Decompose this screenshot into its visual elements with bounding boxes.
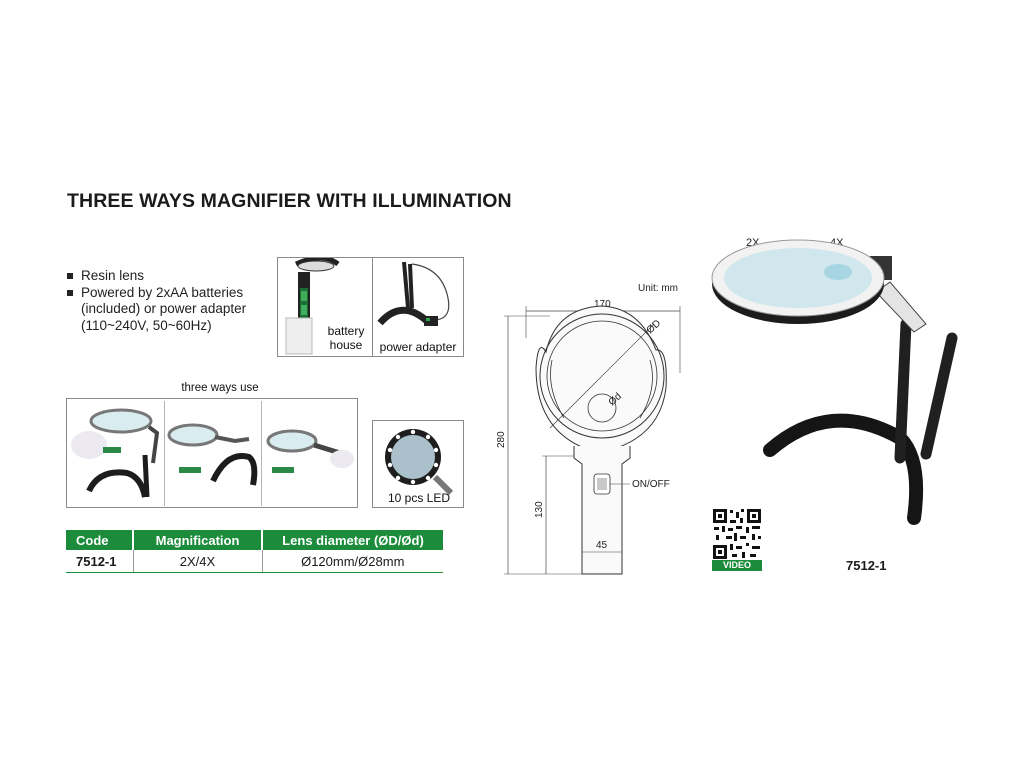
stand-use-photo	[165, 401, 262, 506]
power-adapter-photo: power adapter	[372, 258, 464, 356]
battery-house-photo: battery house	[278, 255, 373, 356]
product-photo: 2X 4X	[711, 237, 958, 525]
width-dimension: 170	[594, 299, 611, 310]
video-qr-code[interactable]: VIDEO	[712, 508, 762, 571]
battery-house-caption: battery house	[327, 324, 365, 352]
feature-item: Resin lens	[66, 268, 246, 285]
handheld-use-photo	[69, 401, 165, 506]
led-caption: 10 pcs LED	[387, 491, 451, 505]
cell-code: 7512-1	[66, 550, 134, 573]
feature-item: Powered by 2xAA batteries (included) or …	[66, 285, 246, 335]
page-title: THREE WAYS MAGNIFIER WITH ILLUMINATION	[67, 190, 512, 212]
spec-table: Code Magnification Lens diameter (ØD/Ød)…	[66, 530, 443, 573]
table-row: 7512-1 2X/4X Ø120mm/Ø28mm	[66, 550, 443, 573]
spec-table-header: Code Magnification Lens diameter (ØD/Ød)	[66, 530, 443, 550]
power-adapter-caption: power adapter	[379, 340, 457, 354]
video-badge: VIDEO	[712, 560, 762, 571]
header-code: Code	[66, 530, 134, 550]
product-code: 7512-1	[846, 558, 887, 573]
height-dimension: 280	[496, 431, 507, 448]
led-panel: 10 pcs LED	[372, 420, 464, 508]
on-off-label: ON/OFF	[632, 479, 670, 490]
header-magnification: Magnification	[133, 530, 263, 550]
cell-lens-diameter: Ø120mm/Ø28mm	[262, 550, 443, 573]
feature-list: Resin lens Powered by 2xAA batteries (in…	[66, 268, 246, 334]
header-lens-diameter: Lens diameter (ØD/Ød)	[262, 530, 443, 550]
dimension-drawing: Unit: mm 170 280 130 ØD Ød ON/OFF 45	[496, 283, 681, 575]
handle-width-dimension: 45	[596, 540, 608, 551]
cell-magnification: 2X/4X	[133, 550, 263, 573]
three-ways-caption: three ways use	[181, 382, 259, 394]
unit-label: Unit: mm	[638, 283, 678, 294]
accessory-panel: battery house power adapter	[277, 255, 464, 357]
lying-use-photo	[262, 401, 357, 506]
handle-length-dimension: 130	[534, 501, 545, 518]
three-ways-panel	[66, 398, 358, 508]
